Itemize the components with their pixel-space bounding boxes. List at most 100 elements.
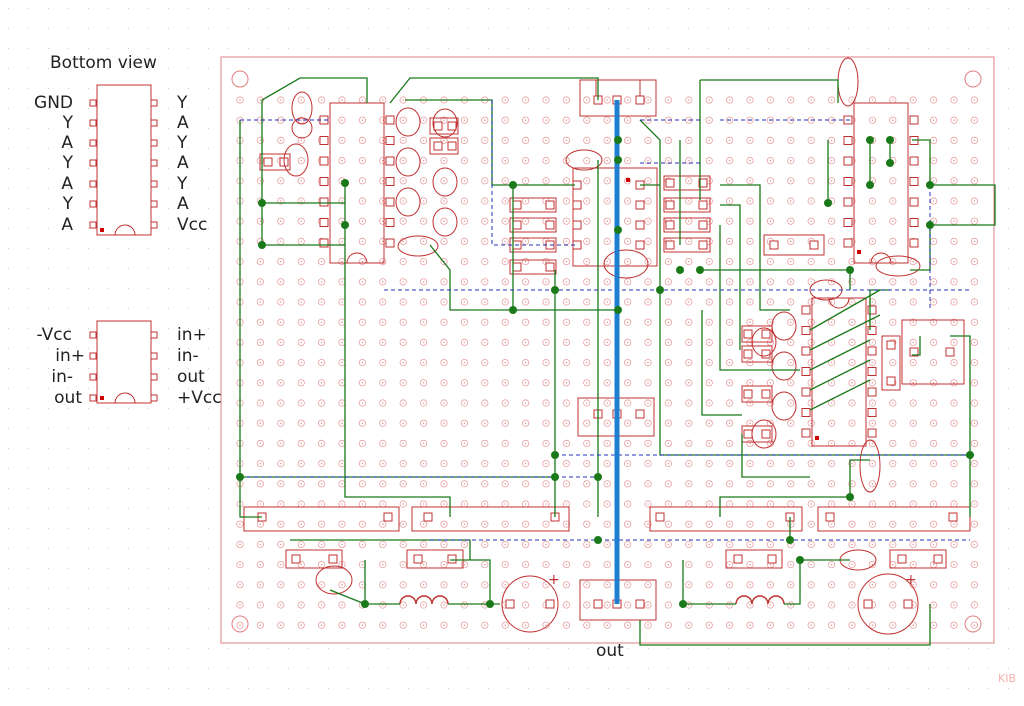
hole <box>583 257 591 266</box>
hole-center <box>382 159 384 162</box>
hole-center <box>320 462 323 465</box>
legend-ic14-left-2: A <box>61 133 73 153</box>
grid-dot <box>388 8 389 9</box>
hole <box>338 540 346 549</box>
hole-center <box>647 523 649 525</box>
ic3-notch <box>828 297 850 309</box>
grid-dot <box>388 668 389 669</box>
grid-dot <box>148 408 149 409</box>
hole <box>277 540 285 549</box>
grid-dot <box>28 268 29 269</box>
grid-dot <box>68 148 69 149</box>
hole-center <box>932 180 935 182</box>
grid-dot <box>288 28 289 29</box>
hole <box>848 399 856 407</box>
grid-dot <box>168 428 169 429</box>
legend-ic8-notch <box>114 392 136 404</box>
hole-center <box>953 543 955 546</box>
hole <box>542 136 550 144</box>
hole <box>440 157 448 165</box>
hole <box>542 358 550 367</box>
grid-dot <box>668 668 669 669</box>
hole-center <box>300 503 303 505</box>
hole-center <box>871 624 874 626</box>
grid-dot <box>828 48 829 49</box>
grid-dot <box>388 48 389 49</box>
hole-center <box>402 119 405 121</box>
grid-dot <box>168 288 169 289</box>
legend-ic8-left-2: in- <box>51 367 73 387</box>
grid-dot <box>448 688 449 689</box>
hole-center <box>463 260 466 263</box>
hole <box>521 399 530 407</box>
grid-dot <box>468 688 469 689</box>
grid-dot <box>168 408 169 409</box>
hole <box>583 338 591 346</box>
board-ics <box>329 102 909 447</box>
hole-center <box>749 624 751 626</box>
grid-dot <box>88 168 89 169</box>
ic1-notch <box>346 252 368 264</box>
hole-center <box>524 99 527 101</box>
grid-dot <box>68 248 69 249</box>
grid-dot <box>1008 428 1009 429</box>
grid-dot <box>128 268 129 269</box>
component-pad <box>886 376 896 386</box>
hole-center <box>749 543 751 546</box>
grid-dot <box>88 648 89 649</box>
hole <box>766 197 775 205</box>
hole <box>562 540 571 549</box>
grid-dot <box>208 588 209 589</box>
grid-dot <box>188 348 189 349</box>
hole-center <box>749 442 751 445</box>
hole-center <box>280 462 282 465</box>
hole <box>358 358 366 367</box>
hole-center <box>626 281 629 283</box>
hole <box>379 379 387 387</box>
hole-center <box>973 341 976 344</box>
grid-dot <box>668 8 669 9</box>
hole <box>440 237 448 245</box>
hole-center <box>300 180 303 182</box>
hole <box>501 278 509 286</box>
hole-center <box>280 139 282 142</box>
small-capacitor <box>395 147 421 177</box>
hole-center <box>973 563 976 566</box>
hole <box>644 217 652 225</box>
grid-dot <box>8 488 9 489</box>
hole-center <box>973 483 976 485</box>
hole-center <box>749 523 751 525</box>
hole <box>256 379 264 387</box>
grid-dot <box>128 288 129 289</box>
hole <box>848 257 856 266</box>
hole <box>236 581 244 589</box>
legend-ic8-pin <box>89 394 97 402</box>
hole <box>664 439 673 447</box>
grid-dot <box>1008 328 1009 329</box>
hole-center <box>484 483 486 485</box>
hole-center <box>545 341 547 344</box>
ic1-pad <box>319 177 329 186</box>
grid-dot <box>48 48 49 49</box>
hole-center <box>280 220 282 222</box>
hole <box>603 197 611 205</box>
component-pad <box>635 95 645 105</box>
hole <box>950 379 958 387</box>
grid-dot <box>48 68 49 69</box>
hole-center <box>728 321 731 324</box>
hole-center <box>830 442 833 445</box>
hole <box>685 298 693 306</box>
hole-center <box>810 563 812 566</box>
hole-center <box>626 341 629 344</box>
junction-dot <box>614 306 622 314</box>
grid-dot <box>1008 288 1009 289</box>
hole <box>705 116 713 124</box>
hole <box>868 560 877 569</box>
resistor-stack-b2 <box>663 197 711 213</box>
hole <box>787 581 795 589</box>
hole <box>970 581 979 589</box>
hole <box>929 439 938 447</box>
component-pad <box>945 347 955 357</box>
hole <box>583 358 591 367</box>
hole-center <box>851 99 853 101</box>
